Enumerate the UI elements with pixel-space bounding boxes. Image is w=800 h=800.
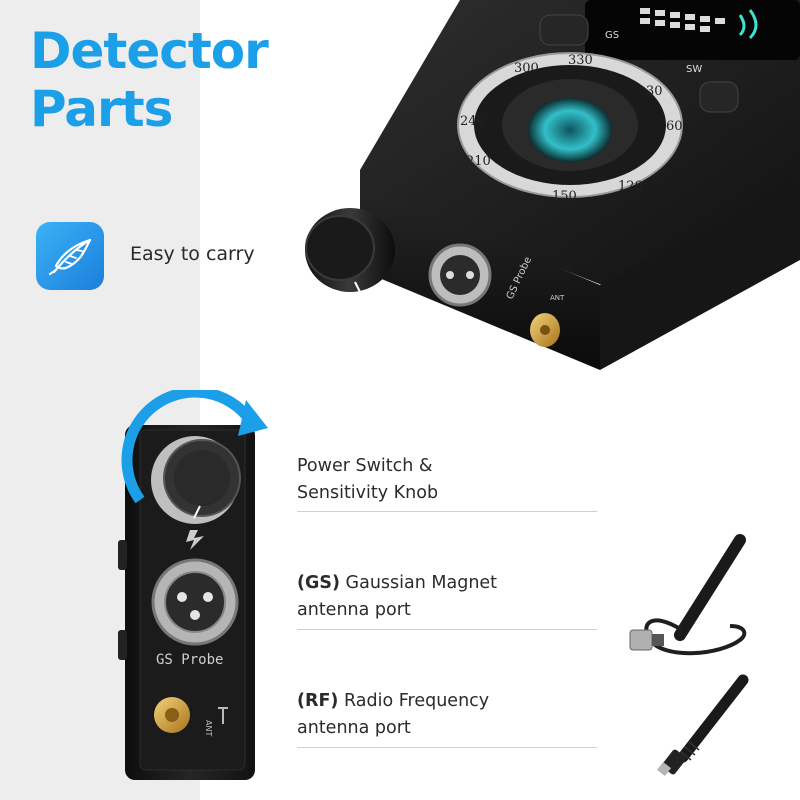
divider [297, 747, 597, 748]
part-label-line: Sensitivity Knob [297, 483, 439, 503]
detector-device-port-closeup: GS Probe ANT [118, 390, 268, 780]
dial-number: 300 [514, 61, 539, 76]
gs-probe-label: GS Probe [156, 652, 223, 668]
part-label-line: antenna port [297, 600, 411, 620]
dial-number: 240 [460, 114, 485, 129]
dial-number: 330 [568, 53, 593, 68]
ant-label: ANT [204, 720, 213, 736]
dial-number: 150 [552, 189, 577, 204]
feature-text: Easy to carry [130, 243, 255, 265]
dial-number: 30 [646, 84, 663, 99]
feather-icon [36, 222, 104, 290]
title-line-1: Detector [30, 22, 269, 80]
dial-number: 210 [466, 154, 491, 169]
part-label-gs-port: (GS) Gaussian Magnet antenna port [297, 570, 597, 624]
gs-button-label: GS [605, 30, 619, 41]
part-label-prefix: (GS) [297, 573, 340, 593]
part-label-power-knob: Power Switch & Sensitivity Knob [297, 453, 597, 507]
divider [297, 511, 597, 512]
detector-device-top-photo: GS SW 300 330 30 60 120 150 210 240 GS P… [305, 0, 800, 370]
divider [297, 629, 597, 630]
page-title: Detector Parts [30, 22, 269, 138]
sw-button-label: SW [686, 64, 702, 75]
part-label-line: Power Switch & [297, 456, 433, 476]
rf-antenna-image [656, 674, 749, 777]
ant-port-label: ANT [550, 294, 565, 302]
part-label-line: Radio Frequency [338, 691, 490, 711]
dial-number: 120 [618, 179, 643, 194]
part-label-line: antenna port [297, 718, 411, 738]
gs-probe-antenna-image [629, 534, 747, 656]
title-line-2: Parts [30, 80, 173, 138]
dial-number: 60 [666, 119, 683, 134]
part-label-rf-port: (RF) Radio Frequency antenna port [297, 688, 597, 742]
part-label-line: Gaussian Magnet [339, 573, 498, 593]
part-label-prefix: (RF) [297, 691, 339, 711]
